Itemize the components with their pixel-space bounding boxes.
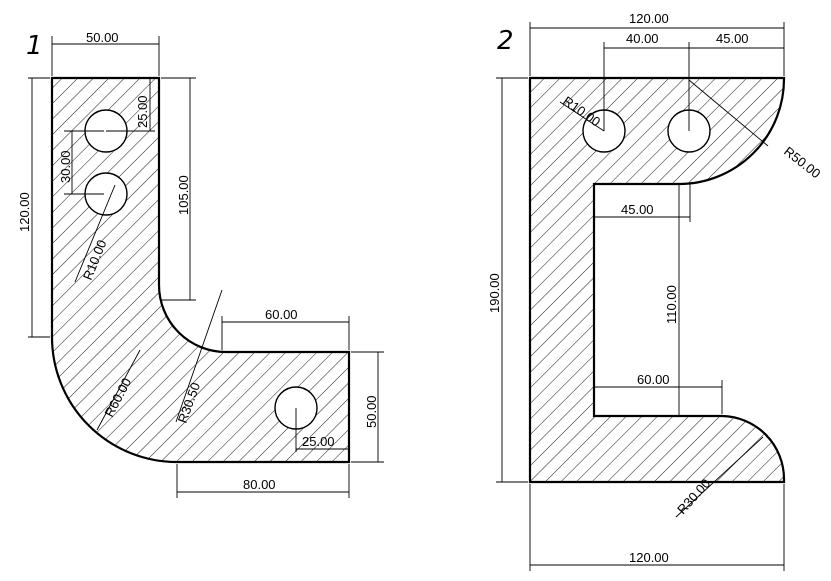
figure-2-dim-slot-height: 110.00 <box>664 285 679 324</box>
figure-1-part-outline <box>50 76 351 464</box>
figure-2-dim-total-width-top: 120.00 <box>629 11 669 26</box>
figure-1-dim-hole-edge: 25.00 <box>302 434 335 449</box>
figure-1-dim-foot-height: 50.00 <box>364 395 379 428</box>
figure-1-dim-bottom-width: 80.00 <box>243 477 276 492</box>
figure-1-dim-height-left: 120.00 <box>17 192 32 232</box>
figure-2: 2 120.00 40.00 <box>487 11 823 571</box>
figure-1-number: 1 <box>26 31 43 61</box>
figure-2-dim-top-radius: R50.00 <box>781 144 823 182</box>
figure-1-dim-width-top: 50.00 <box>86 30 119 45</box>
figure-2-dim-slot-width: 45.00 <box>621 202 654 217</box>
figure-1-dim-hole-offset: 25.00 <box>135 95 150 128</box>
figure-2-number: 2 <box>497 26 514 56</box>
figure-1-dim-foot-width: 60.00 <box>265 307 298 322</box>
figure-1: 1 <box>17 30 384 498</box>
figure-1-dim-hole-spacing: 30.00 <box>58 150 73 183</box>
figure-1-dim-inner-height: 105.00 <box>176 175 191 215</box>
figure-2-dim-total-width-bottom: 120.00 <box>629 550 669 565</box>
figure-2-part-outline <box>528 76 786 484</box>
figure-1-dimension-lines <box>28 36 384 498</box>
figure-2-dim-lower-slot-width: 60.00 <box>637 372 670 387</box>
figure-2-dimension-lines <box>496 22 785 571</box>
figure-2-dim-hole-spacing: 40.00 <box>626 31 659 46</box>
figure-2-dim-hole-edge: 45.00 <box>716 31 749 46</box>
figure-2-dim-total-height: 190.00 <box>487 273 502 313</box>
